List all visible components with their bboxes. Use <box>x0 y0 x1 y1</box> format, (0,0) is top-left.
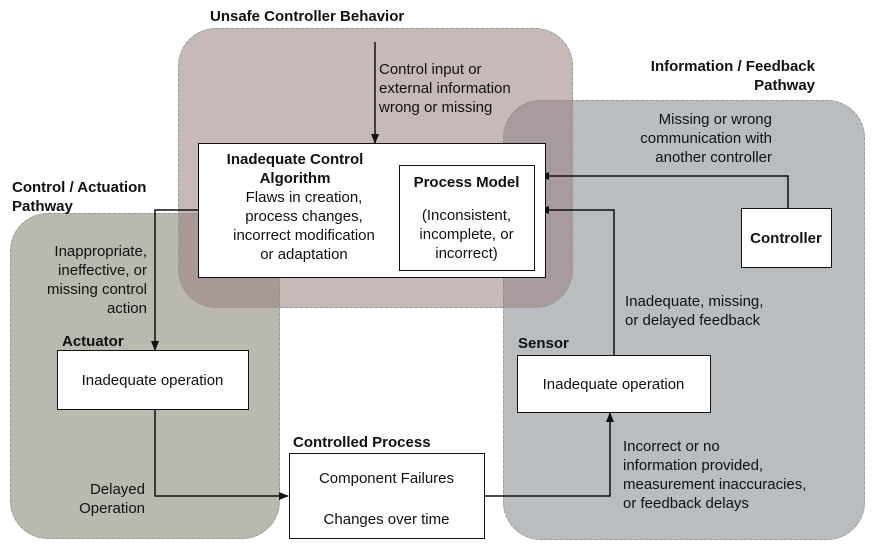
actuator-body: Inadequate operation <box>81 372 224 389</box>
controlled-process-heading: Controlled Process <box>293 434 431 451</box>
incorrect-information-text: Incorrect or no information provided, me… <box>623 438 807 512</box>
inappropriate-action-text: Inappropriate, ineffective, or missing c… <box>46 243 147 317</box>
process-model-box: Process Model (Inconsistent, incomplete,… <box>399 165 535 271</box>
delayed-operation-text: Delayed Operation <box>79 481 145 517</box>
info-feedback-title: Information / Feedback Pathway <box>650 58 815 94</box>
missing-communication-text: Missing or wrong communication with anot… <box>640 111 772 166</box>
unsafe-controller-title: Unsafe Controller Behavior <box>210 8 405 25</box>
other-controller-label: Controller <box>750 230 822 247</box>
sensor-feedback-arrow <box>539 206 615 355</box>
process-model-body: (Inconsistent, incomplete, or incorrect) <box>419 207 514 262</box>
sensor-body: Inadequate operation <box>542 376 685 393</box>
actuator-heading: Actuator <box>62 333 124 350</box>
control-input-text: Control input or external information wr… <box>379 61 511 116</box>
inadequate-feedback-text: Inadequate, missing, or delayed feedback <box>625 293 764 329</box>
sensor-heading: Sensor <box>518 335 569 352</box>
control-algorithm-box: Inadequate Control Algorithm Flaws in cr… <box>198 143 546 278</box>
sensor-box: Inadequate operation <box>517 355 711 413</box>
other-controller-box: Controller <box>741 208 832 268</box>
actuator-to-process-arrow <box>154 410 289 500</box>
control-algorithm-title: Inadequate Control Algorithm <box>226 151 364 187</box>
process-to-sensor-arrow <box>485 412 614 497</box>
control-actuation-title: Control / Actuation Pathway <box>12 179 147 215</box>
process-model-title: Process Model <box>413 174 520 191</box>
actuator-box: Inadequate operation <box>57 350 249 410</box>
control-action-arrow <box>151 209 198 351</box>
controller-to-process-model-arrow <box>539 172 789 208</box>
controlled-process-line2: Changes over time <box>323 511 450 528</box>
controlled-process-line1: Component Failures <box>318 470 455 487</box>
controlled-process-box: Component Failures Changes over time <box>289 453 485 539</box>
control-algorithm-body: Flaws in creation, process changes, inco… <box>233 189 375 263</box>
